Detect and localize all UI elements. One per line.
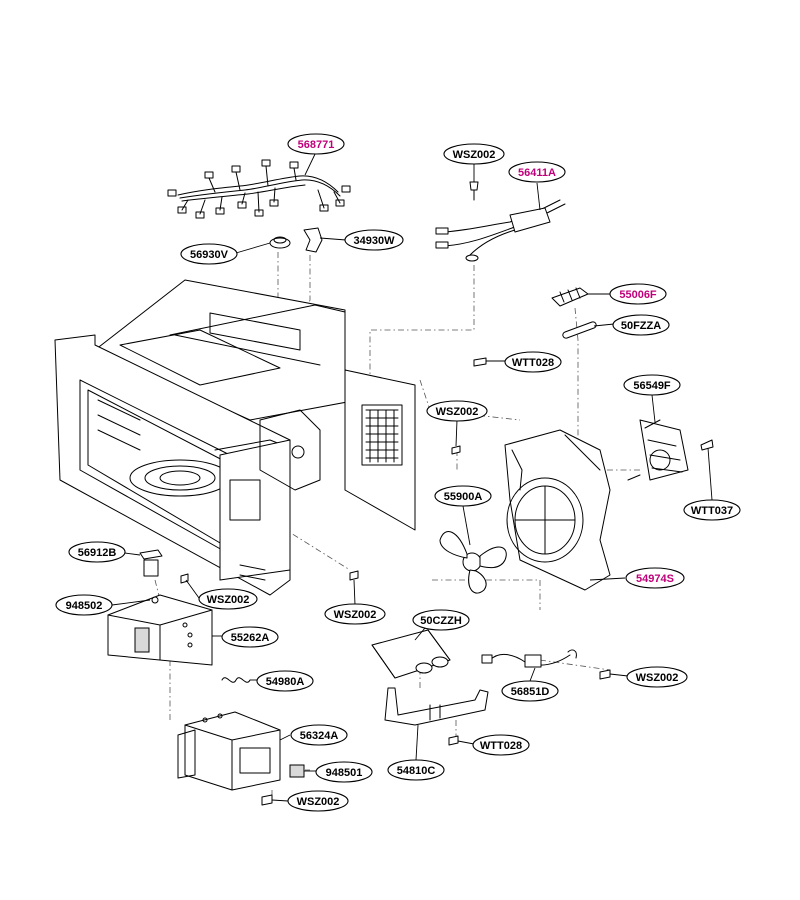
part-label-56324a: 56324A — [290, 724, 348, 746]
part-label-text: 55900A — [444, 491, 483, 503]
part-label-wsz002-center: WSZ002 — [324, 603, 386, 625]
part-label-50fzza: 50FZZA — [612, 314, 670, 336]
part-label-wsz002-left: WSZ002 — [198, 588, 258, 610]
capacitor-bracket-art — [384, 687, 489, 726]
cavity-body-art — [54, 279, 416, 596]
part-label-948502: 948502 — [55, 594, 113, 616]
part-label-948501: 948501 — [315, 761, 373, 783]
part-label-55900a: 55900A — [434, 485, 492, 507]
part-label-wsz002-bottom: WSZ002 — [287, 790, 349, 812]
part-label-text: 54810C — [397, 765, 436, 777]
part-label-text: 948502 — [66, 600, 103, 612]
part-label-text: 56851D — [511, 686, 550, 698]
part-label-55262a: 55262A — [221, 626, 279, 648]
part-label-text: 948501 — [326, 767, 363, 779]
capacitor-art — [371, 629, 451, 679]
pad-948501-art — [289, 764, 305, 778]
part-label-text: WSZ002 — [436, 406, 479, 418]
part-label-wsz002-top: WSZ002 — [443, 143, 505, 165]
part-label-text: 54974S — [636, 573, 674, 585]
part-label-56851d: 56851D — [501, 680, 559, 702]
part-label-text: WSZ002 — [297, 796, 340, 808]
leader-lines — [111, 151, 713, 802]
part-label-wtt037: WTT037 — [683, 499, 741, 521]
part-label-wsz002-mid: WSZ002 — [426, 400, 488, 422]
part-label-text: 568771 — [298, 139, 335, 151]
thermostat-art — [269, 236, 291, 249]
part-label-56549f: 56549F — [623, 374, 681, 396]
part-label-wtt028-upper: WTT028 — [504, 351, 562, 373]
part-label-text: 55006F — [619, 289, 657, 301]
part-label-568771: 568771 — [287, 133, 345, 155]
part-label-55006f: 55006F — [609, 283, 667, 305]
part-label-wtt028-lower: WTT028 — [472, 734, 530, 756]
part-label-text: WTT028 — [512, 357, 554, 369]
screw-parts-art — [180, 357, 714, 806]
part-label-56912b: 56912B — [68, 541, 126, 563]
part-label-text: 50FZZA — [621, 320, 661, 332]
fuse-art — [562, 321, 597, 339]
part-label-54974s: 54974S — [625, 567, 685, 589]
part-label-text: WSZ002 — [636, 672, 679, 684]
spring-art — [221, 677, 251, 683]
part-label-text: 55262A — [231, 632, 270, 644]
fan-duct-art — [504, 429, 611, 591]
part-label-text: WTT028 — [480, 740, 522, 752]
part-label-text: 56549F — [633, 380, 671, 392]
small-harness-art — [435, 181, 566, 262]
part-label-50czzh: 50CZZH — [412, 609, 470, 631]
part-label-text: WSZ002 — [453, 149, 496, 161]
part-label-54980a: 54980A — [256, 670, 314, 692]
part-label-text: WSZ002 — [207, 594, 250, 606]
part-label-34930w: 34930W — [344, 229, 404, 251]
part-label-text: WTT037 — [691, 505, 733, 517]
part-label-text: 56411A — [518, 167, 556, 179]
cord-art — [481, 649, 577, 668]
fan-motor-art — [627, 419, 689, 481]
fan-blade-art — [439, 531, 507, 594]
part-label-text: 56912B — [78, 547, 117, 559]
part-label-text: 56324A — [300, 730, 339, 742]
wire-harness-art — [167, 159, 351, 219]
part-label-text: 50CZZH — [420, 615, 462, 627]
part-labels: 568771 WSZ002 56411A 56930V 34930W 55006… — [55, 133, 741, 812]
part-label-text: 56930V — [190, 249, 229, 261]
bracket-34930w-art — [303, 227, 323, 253]
part-label-text: 34930W — [354, 235, 396, 247]
part-label-56930v: 56930V — [180, 243, 238, 265]
magnetron-art — [177, 711, 281, 791]
fuse-holder-art — [551, 287, 589, 307]
transformer-bracket-art — [107, 549, 213, 666]
part-label-56411a: 56411A — [508, 161, 566, 183]
part-label-54810c: 54810C — [387, 759, 445, 781]
part-label-text: WSZ002 — [334, 609, 377, 621]
part-label-wsz002-right: WSZ002 — [626, 666, 688, 688]
part-label-text: 54980A — [266, 676, 305, 688]
